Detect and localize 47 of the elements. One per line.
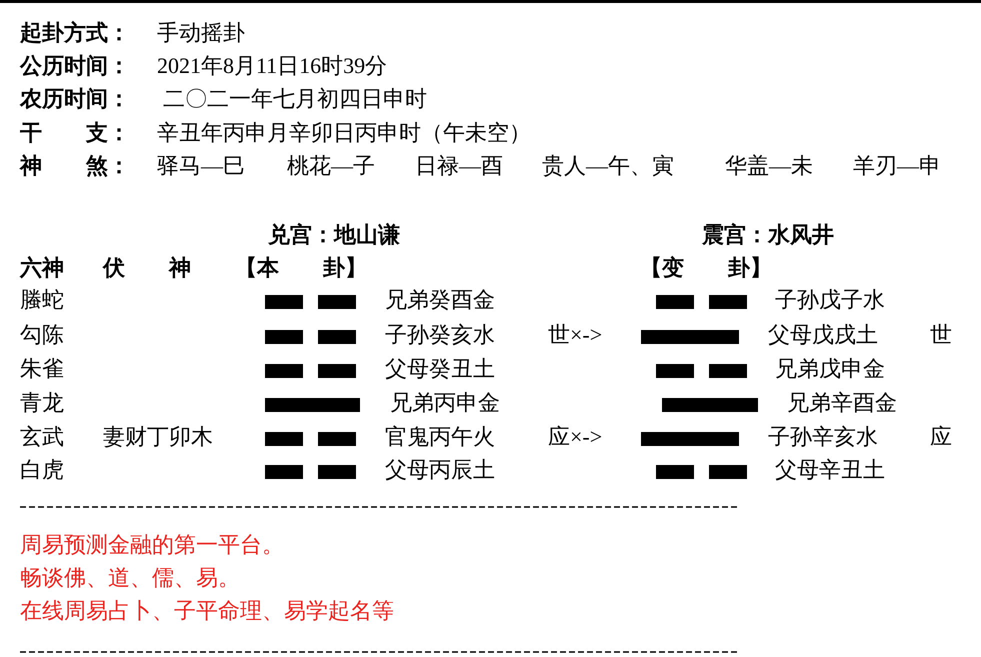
- line-text: 父母辛丑土: [775, 457, 885, 483]
- column-header: 六神: [20, 255, 64, 281]
- position-marker: 世: [930, 322, 952, 348]
- line-text: 子孙癸亥水: [385, 322, 495, 348]
- change-marker: 世×->: [548, 322, 602, 348]
- row-label: 螣蛇: [20, 287, 64, 313]
- field-label: 神 煞：: [20, 153, 130, 179]
- field-value: 2021年8月11日16时39分: [157, 53, 388, 79]
- column-header: 伏 神: [103, 255, 191, 281]
- line-text: 父母戊戌土: [768, 322, 878, 348]
- line-text: 兄弟戊申金: [775, 356, 885, 382]
- field-value: 桃花—子: [287, 153, 375, 179]
- field-value: 日禄—酉: [415, 153, 503, 179]
- field-value: 驿马—巳: [157, 153, 245, 179]
- line-text: 父母癸丑土: [385, 356, 495, 382]
- field-label: 农历时间：: [20, 86, 130, 112]
- promo-text: 畅谈佛、道、儒、易。: [20, 565, 240, 591]
- hexagram-title: 兑宫：地山谦: [268, 222, 400, 248]
- field-value: 羊刃—申: [853, 153, 941, 179]
- line-text: 父母丙辰土: [385, 457, 495, 483]
- row-label: 青龙: [20, 390, 64, 416]
- line-text: 子孙辛亥水: [768, 424, 878, 450]
- promo-text: 周易预测金融的第一平台。: [20, 532, 284, 558]
- position-marker: 应: [930, 424, 952, 450]
- field-value: 华盖—未: [725, 153, 813, 179]
- line-text: 兄弟癸酉金: [385, 287, 495, 313]
- change-marker: 应×->: [548, 424, 602, 450]
- field-value: 贵人—午、寅: [542, 153, 674, 179]
- row-label: 玄武: [20, 424, 64, 450]
- row-label: 朱雀: [20, 356, 64, 382]
- field-value: 二〇二一年七月初四日申时: [163, 86, 427, 112]
- line-text: 兄弟辛酉金: [787, 390, 897, 416]
- column-header: 【变 卦】: [640, 255, 772, 281]
- line-text: 官鬼丙午火: [385, 424, 495, 450]
- field-label: 起卦方式：: [20, 20, 130, 46]
- promo-text: 在线周易占卜、子平命理、易学起名等: [20, 598, 394, 624]
- hexagram-title: 震宫：水风井: [702, 222, 834, 248]
- field-label: 公历时间：: [20, 53, 130, 79]
- line-text: 兄弟丙申金: [390, 390, 500, 416]
- row-label: 白虎: [20, 457, 64, 483]
- field-label: 干 支：: [20, 120, 130, 146]
- field-value: 手动摇卦: [157, 20, 245, 46]
- line-text: 子孙戊子水: [775, 287, 885, 313]
- column-header: 【本 卦】: [235, 255, 367, 281]
- row-label: 勾陈: [20, 322, 64, 348]
- field-value: 辛丑年丙申月辛卯日丙申时（午未空）: [157, 120, 531, 146]
- hidden-spirit-text: 妻财丁卯木: [103, 424, 213, 450]
